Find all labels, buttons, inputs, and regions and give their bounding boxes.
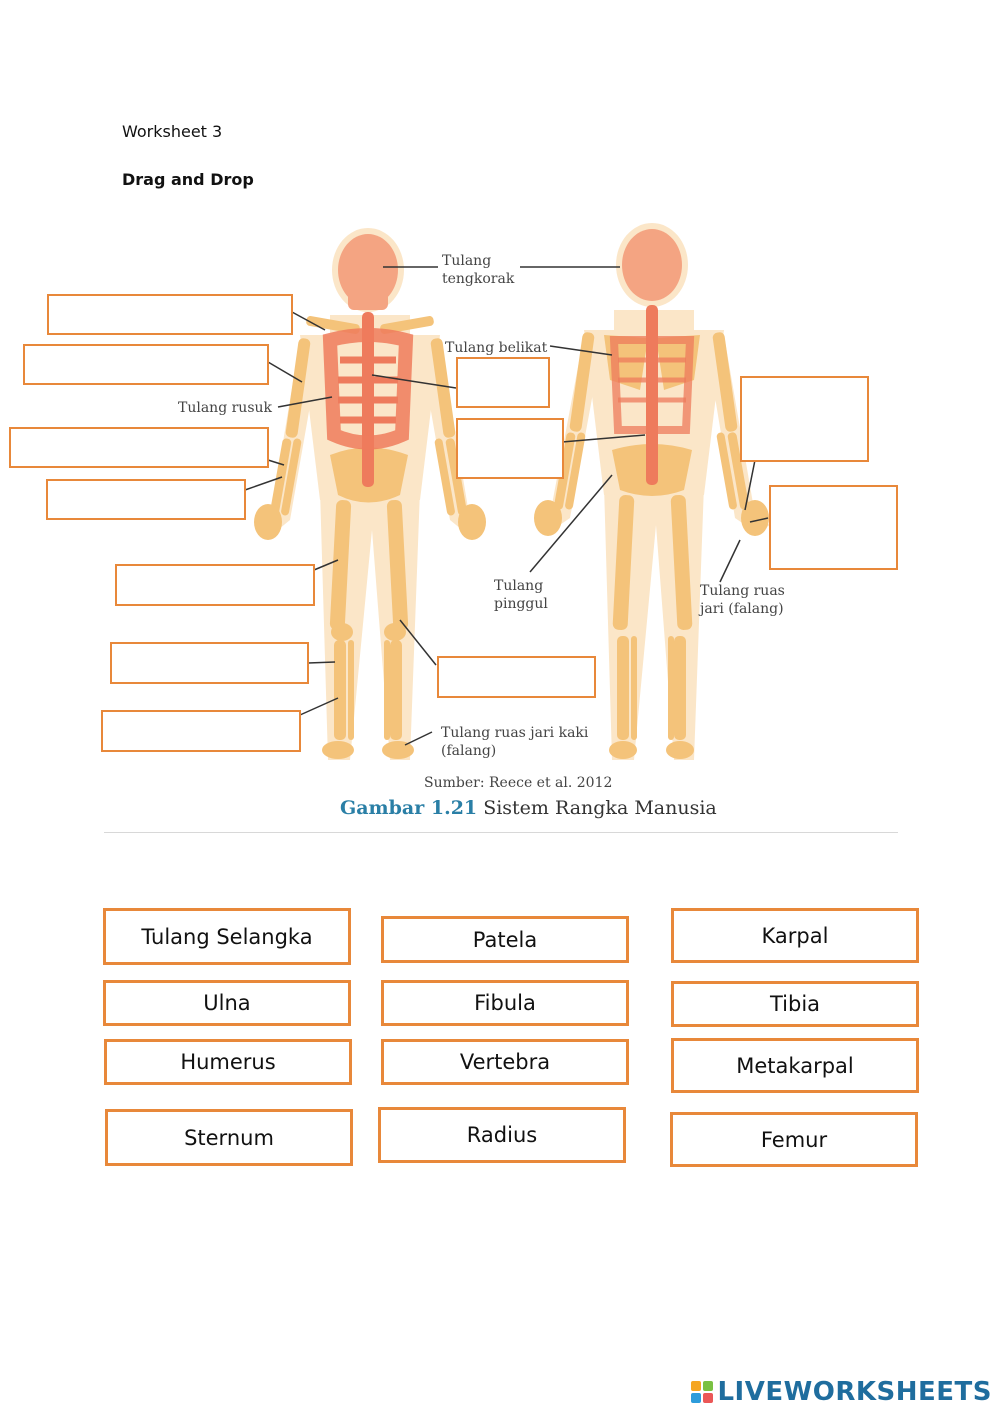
worksheet-title: Worksheet 3: [122, 122, 223, 141]
drop-box-10[interactable]: [740, 376, 869, 462]
drop-box-8[interactable]: [456, 357, 550, 408]
front-bones: [254, 234, 486, 759]
figure-source: Sumber: Reece et al. 2012: [424, 775, 613, 791]
worksheet-subtitle: Drag and Drop: [122, 170, 254, 189]
brand-text: LIVEWORKSHEETS: [717, 1377, 992, 1407]
skeleton-illustration: [244, 223, 770, 760]
word-card-karpal[interactable]: Karpal: [671, 908, 919, 963]
label-scapula: Tulang belikat: [445, 340, 548, 356]
divider: [104, 832, 898, 833]
drop-box-5[interactable]: [115, 564, 315, 606]
word-card-sternum[interactable]: Sternum: [105, 1109, 353, 1166]
caption-text: Sistem Rangka Manusia: [483, 797, 717, 819]
word-card-vertebra[interactable]: Vertebra: [381, 1039, 629, 1085]
drop-box-4[interactable]: [46, 479, 246, 520]
back-bones: [534, 229, 769, 759]
logo-grid-icon: [691, 1381, 714, 1403]
label-rib: Tulang rusuk: [178, 400, 273, 416]
label-toe: Tulang ruas jari kaki(falang): [441, 725, 589, 759]
word-card-humerus[interactable]: Humerus: [104, 1039, 352, 1085]
drop-box-2[interactable]: [23, 344, 269, 385]
drop-box-9[interactable]: [456, 418, 564, 479]
word-card-metakarpal[interactable]: Metakarpal: [671, 1038, 919, 1093]
word-card-ulna[interactable]: Ulna: [103, 980, 351, 1026]
drop-box-12[interactable]: [437, 656, 596, 698]
word-card-femur[interactable]: Femur: [670, 1112, 918, 1167]
drop-box-3[interactable]: [9, 427, 269, 468]
drop-box-7[interactable]: [101, 710, 301, 752]
word-card-fibula[interactable]: Fibula: [381, 980, 629, 1026]
word-card-radius[interactable]: Radius: [378, 1107, 626, 1163]
drop-box-6[interactable]: [110, 642, 309, 684]
drop-box-11[interactable]: [769, 485, 898, 570]
caption-number: Gambar 1.21: [340, 797, 478, 819]
drop-box-1[interactable]: [47, 294, 293, 335]
leader-lines: [244, 266, 769, 746]
figure-caption: Gambar 1.21 Sistem Rangka Manusia: [340, 797, 717, 819]
liveworksheets-logo: LIVEWORKSHEETS: [691, 1377, 992, 1407]
word-card-tibia[interactable]: Tibia: [671, 981, 919, 1027]
word-card-patela[interactable]: Patela: [381, 916, 629, 963]
word-card-tulang-selangka[interactable]: Tulang Selangka: [103, 908, 351, 965]
